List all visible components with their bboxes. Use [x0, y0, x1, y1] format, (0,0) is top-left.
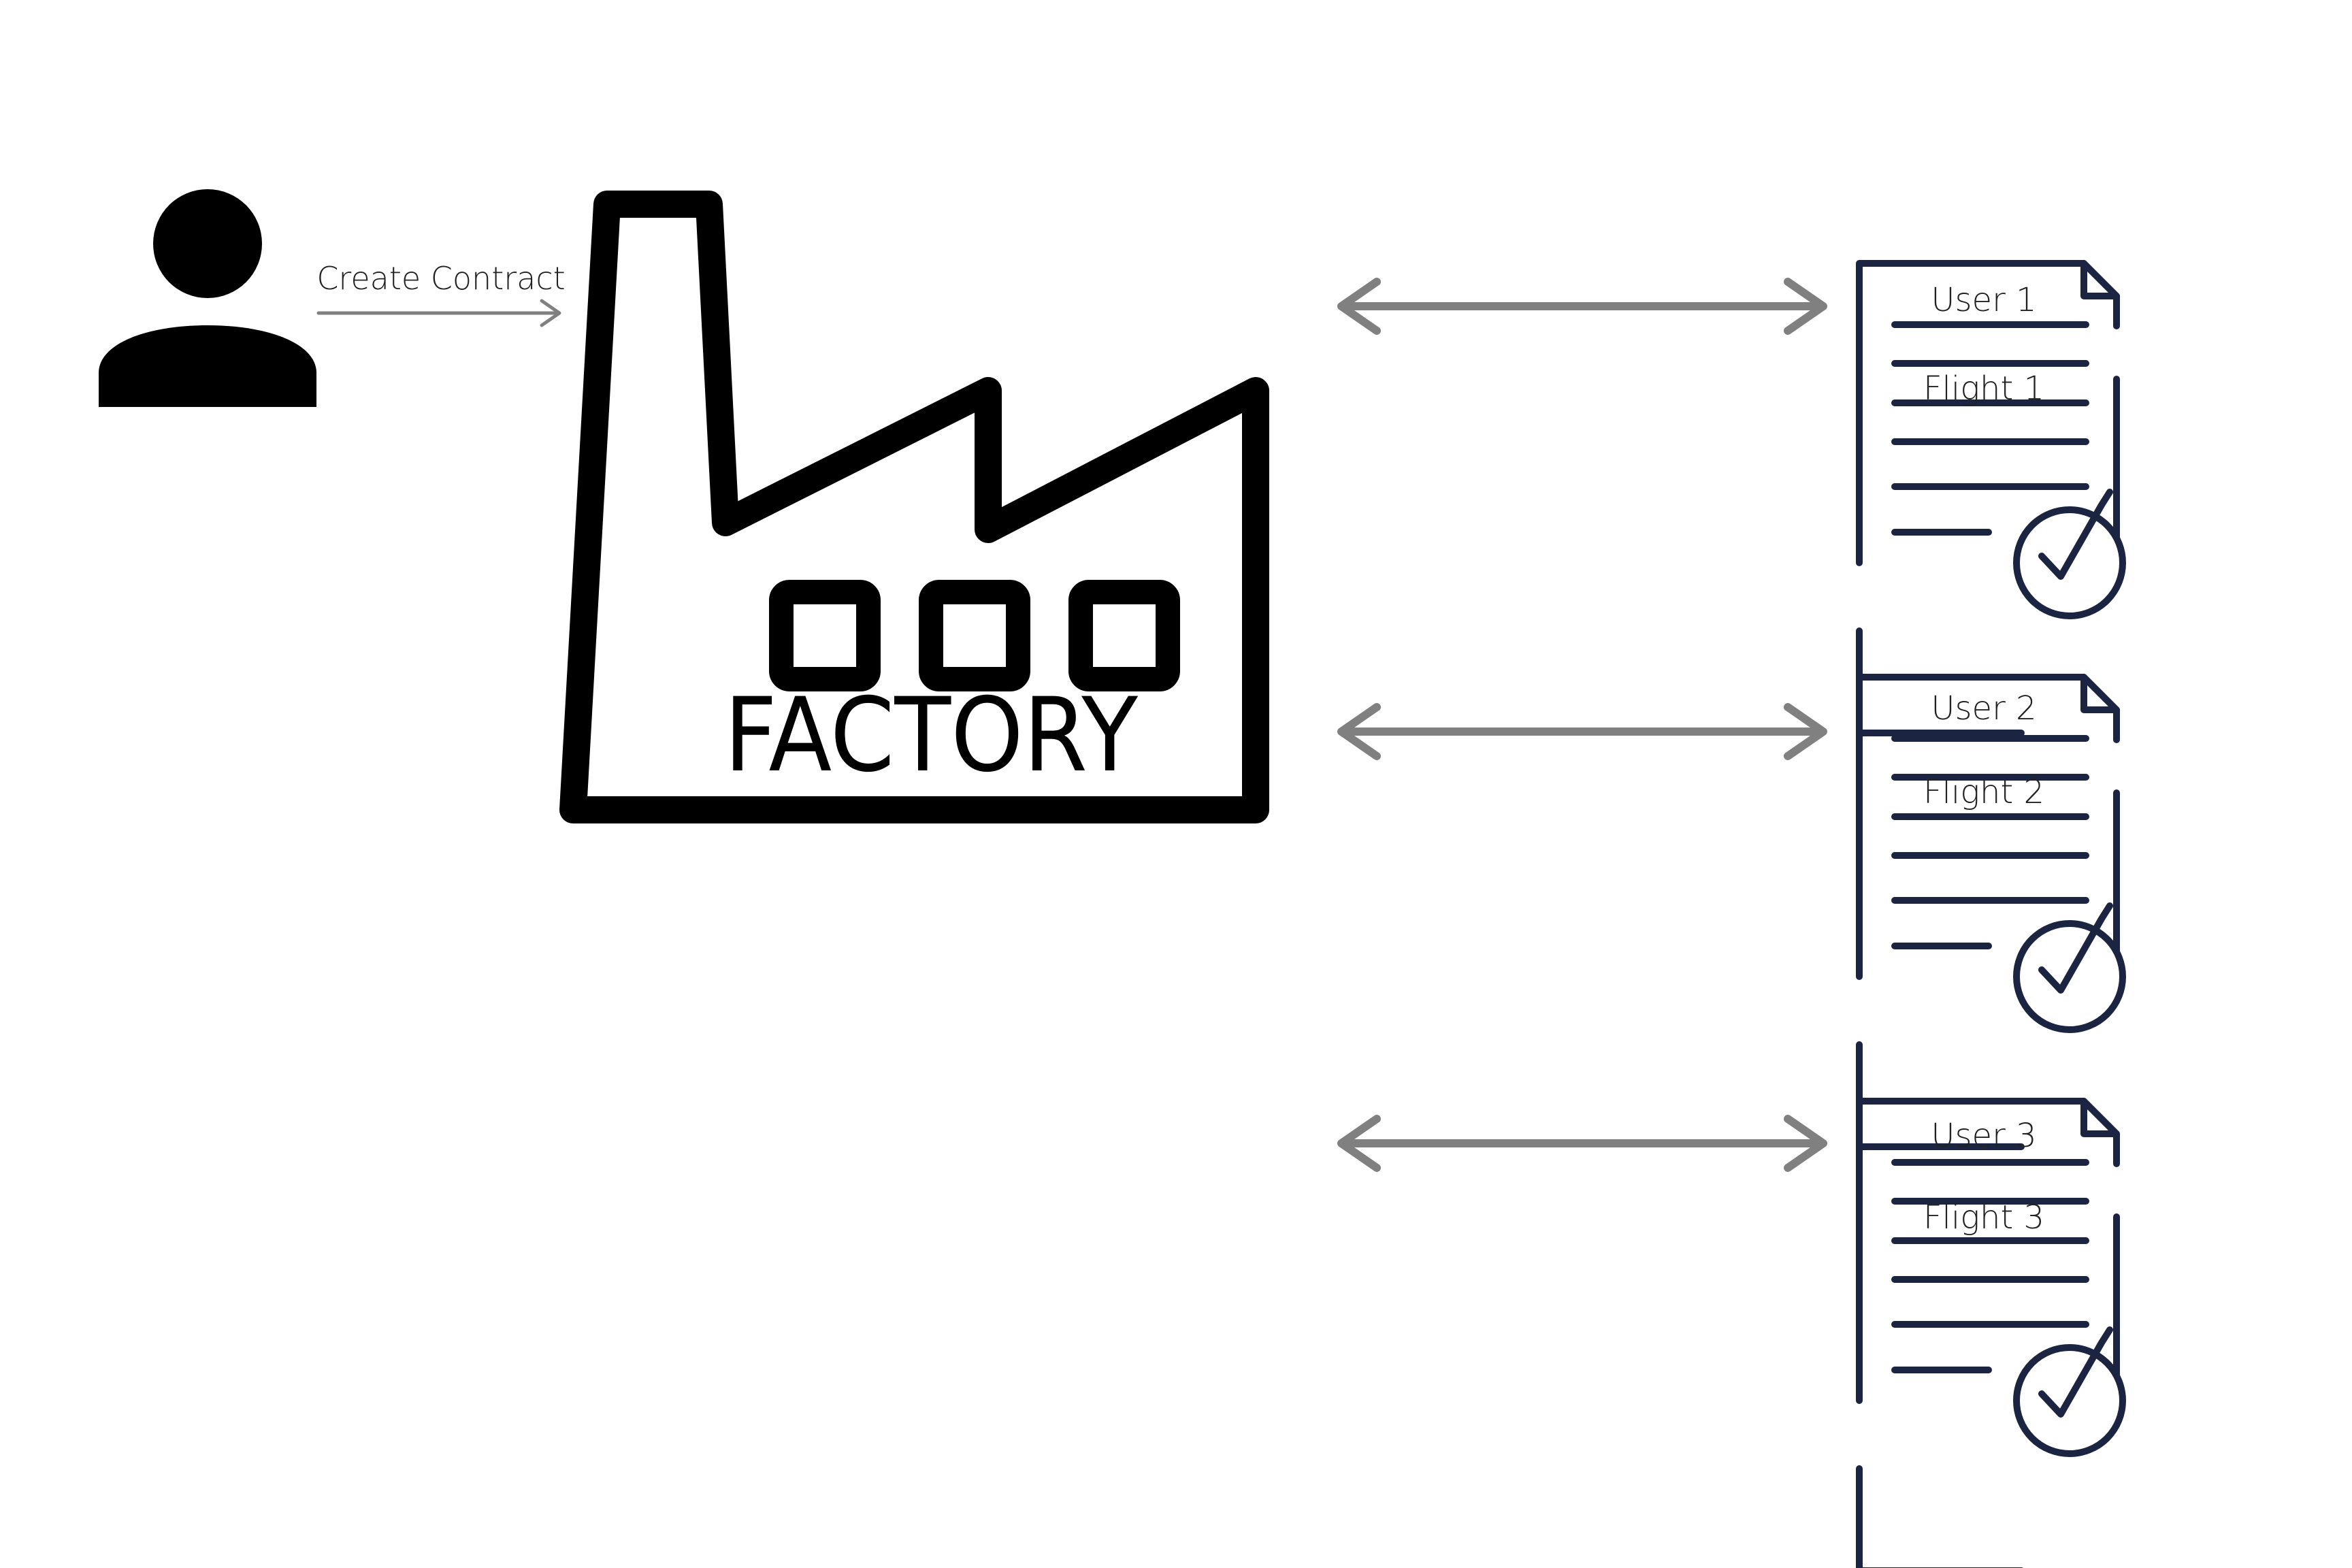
contract-user-label: User 3 [1931, 1117, 2036, 1155]
create-contract-arrow [316, 299, 561, 327]
contract-flight-label: Flight 2 [1923, 773, 2044, 811]
bidirectional-arrow-1 [1341, 282, 1823, 331]
contract-flight-label: Flight 1 [1923, 370, 2044, 408]
contract-user-label: User 1 [1931, 281, 2036, 319]
factory-label: FACTORY [724, 676, 1138, 795]
contract-document-2: User 2 Flight 2 [1859, 677, 2123, 1147]
user-icon [99, 189, 316, 407]
create-contract-label: Create Contract [316, 260, 565, 297]
bidirectional-arrow-3 [1341, 1119, 1823, 1168]
contract-flight-label: Flight 3 [1923, 1198, 2044, 1237]
bidirectional-arrow-2 [1341, 707, 1823, 756]
document-check-icon [1859, 1101, 2123, 1568]
document-check-icon [1859, 677, 2123, 1147]
contract-document-3: User 3 Flight 3 [1859, 1101, 2123, 1568]
contract-user-label: User 2 [1931, 689, 2036, 728]
contract-document-1: User 1 Flight 1 [1859, 263, 2123, 733]
factory-icon [559, 191, 1269, 823]
document-check-icon [1859, 263, 2123, 733]
